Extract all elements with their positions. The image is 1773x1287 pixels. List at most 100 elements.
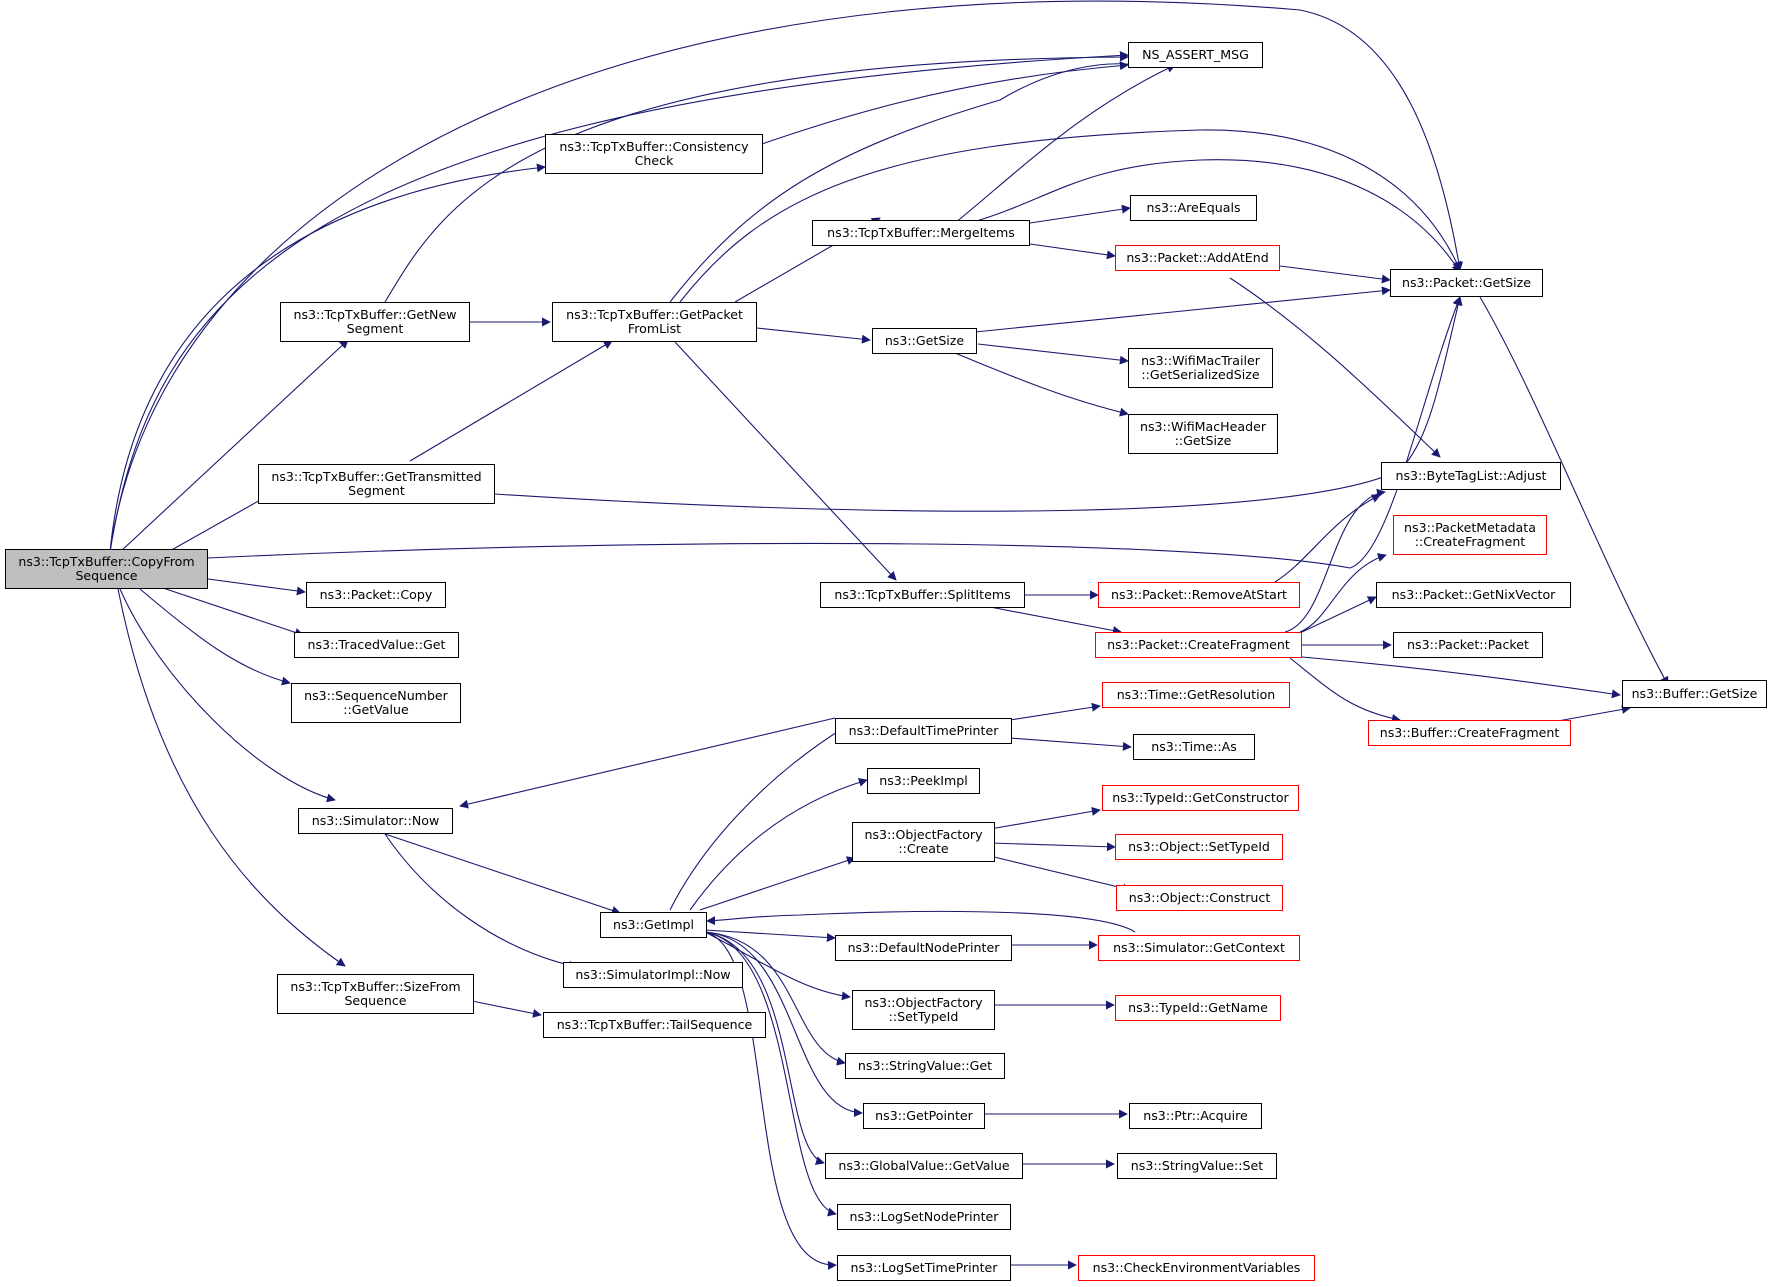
node-time-get-resolution[interactable]: ns3::Time::GetResolution (1102, 682, 1290, 708)
edge (1284, 488, 1386, 633)
node-type-id-get-constructor[interactable]: ns3::TypeId::GetConstructor (1102, 785, 1299, 811)
node-get-impl[interactable]: ns3::GetImpl (600, 912, 707, 938)
edge (704, 931, 851, 1001)
edge (207, 578, 306, 596)
node-get-nix-vector[interactable]: ns3::Packet::GetNixVector (1376, 582, 1571, 608)
edge (954, 64, 1176, 224)
node-merge-items[interactable]: ns3::TcpTxBuffer::MergeItems (812, 220, 1030, 246)
node-string-value-get[interactable]: ns3::StringValue::Get (845, 1053, 1005, 1079)
node-wifi-mac-trailer[interactable]: ns3::WifiMacTrailer::GetSerializedSize (1128, 348, 1273, 388)
node-global-value-get-value[interactable]: ns3::GlobalValue::GetValue (825, 1153, 1023, 1179)
node-object-factory-create[interactable]: ns3::ObjectFactory::Create (852, 822, 995, 862)
edge (1229, 277, 1441, 458)
node-default-time-printer[interactable]: ns3::DefaultTimePrinter (835, 718, 1012, 744)
edge (117, 588, 346, 967)
edge (977, 343, 1129, 365)
node-get-pointer[interactable]: ns3::GetPointer (863, 1103, 985, 1129)
edge (706, 910, 1136, 933)
node-time-as[interactable]: ns3::Time::As (1133, 734, 1255, 760)
edge (989, 842, 1116, 852)
node-ns-assert-msg[interactable]: NS_ASSERT_MSG (1128, 42, 1263, 68)
edge (1301, 596, 1377, 633)
edge (689, 778, 868, 911)
edge (704, 931, 846, 1066)
edge (704, 929, 836, 942)
edge (1009, 702, 1101, 721)
edge (384, 52, 1129, 303)
edge (459, 717, 836, 809)
edge (989, 855, 1132, 893)
node-simulator-impl-now[interactable]: ns3::SimulatorImpl::Now (563, 962, 743, 988)
edge (679, 129, 1461, 303)
node-packet-copy[interactable]: ns3::Packet::Copy (306, 582, 446, 608)
node-tail-sequence[interactable]: ns3::TcpTxBuffer::TailSequence (543, 1012, 766, 1038)
edge (704, 931, 837, 1217)
edge (669, 726, 846, 911)
node-traced-value-get[interactable]: ns3::TracedValue::Get (294, 632, 459, 658)
edge (109, 163, 546, 553)
node-sequence-number-get-value[interactable]: ns3::SequenceNumber::GetValue (291, 683, 461, 723)
edge (119, 339, 349, 553)
edge (669, 59, 1139, 303)
node-simulator-now[interactable]: ns3::Simulator::Now (298, 808, 453, 834)
node-packet-packet[interactable]: ns3::Packet::Packet (1393, 632, 1543, 658)
node-type-id-get-name[interactable]: ns3::TypeId::GetName (1115, 995, 1281, 1021)
node-packet-metadata-create-fragment[interactable]: ns3::PacketMetadata::CreateFragment (1393, 515, 1547, 555)
edge (1274, 494, 1381, 583)
node-split-items[interactable]: ns3::TcpTxBuffer::SplitItems (820, 582, 1025, 608)
edge (1301, 656, 1621, 699)
edge (494, 296, 1463, 512)
node-object-set-type-id[interactable]: ns3::Object::SetTypeId (1115, 834, 1283, 860)
node-remove-at-start[interactable]: ns3::Packet::RemoveAtStart (1098, 582, 1300, 608)
edge (1009, 737, 1132, 751)
node-log-set-time-printer[interactable]: ns3::LogSetTimePrinter (837, 1255, 1011, 1281)
edge (756, 327, 871, 344)
edge (954, 352, 1129, 417)
edge (109, 50, 1129, 553)
edge (704, 931, 837, 1270)
node-packet-get-size[interactable]: ns3::Packet::GetSize (1390, 269, 1543, 297)
edge (989, 806, 1101, 830)
edge (674, 341, 897, 581)
edge (384, 833, 621, 915)
node-peek-impl[interactable]: ns3::PeekImpl (867, 768, 980, 794)
node-log-set-node-printer[interactable]: ns3::LogSetNodePrinter (837, 1204, 1011, 1230)
node-packet-create-fragment[interactable]: ns3::Packet::CreateFragment (1095, 632, 1302, 658)
edge (384, 833, 578, 970)
node-ptr-acquire[interactable]: ns3::Ptr::Acquire (1129, 1103, 1262, 1129)
node-check-environment-variables[interactable]: ns3::CheckEnvironmentVariables (1078, 1255, 1315, 1281)
node-add-at-end[interactable]: ns3::Packet::AddAtEnd (1115, 245, 1280, 271)
node-get-size[interactable]: ns3::GetSize (872, 328, 977, 354)
node-buffer-get-size[interactable]: ns3::Buffer::GetSize (1622, 680, 1767, 708)
edge (109, 0, 1464, 553)
edge (409, 340, 613, 462)
node-default-node-printer[interactable]: ns3::DefaultNodePrinter (835, 935, 1012, 961)
node-string-value-set[interactable]: ns3::StringValue::Set (1117, 1153, 1277, 1179)
node-simulator-get-context[interactable]: ns3::Simulator::GetContext (1098, 935, 1300, 961)
edge (1479, 296, 1669, 686)
node-object-factory-set-type-id[interactable]: ns3::ObjectFactory::SetTypeId (852, 990, 995, 1030)
edge (159, 586, 304, 637)
edge (207, 296, 1462, 569)
edge (732, 61, 1129, 155)
edge (1289, 657, 1401, 723)
edge (704, 931, 863, 1118)
node-byte-tag-list-adjust[interactable]: ns3::ByteTagList::Adjust (1381, 462, 1561, 490)
edge (699, 856, 856, 911)
edge (1029, 204, 1131, 224)
edge (704, 931, 825, 1165)
edge (471, 1000, 542, 1018)
node-wifi-mac-header[interactable]: ns3::WifiMacHeader::GetSize (1128, 414, 1278, 454)
edge (139, 588, 291, 686)
node-object-construct[interactable]: ns3::Object::Construct (1116, 885, 1283, 911)
edge (989, 606, 1122, 635)
edge (969, 159, 1461, 273)
node-buffer-create-fragment[interactable]: ns3::Buffer::CreateFragment (1368, 720, 1571, 746)
node-are-equals[interactable]: ns3::AreEquals (1130, 195, 1257, 221)
